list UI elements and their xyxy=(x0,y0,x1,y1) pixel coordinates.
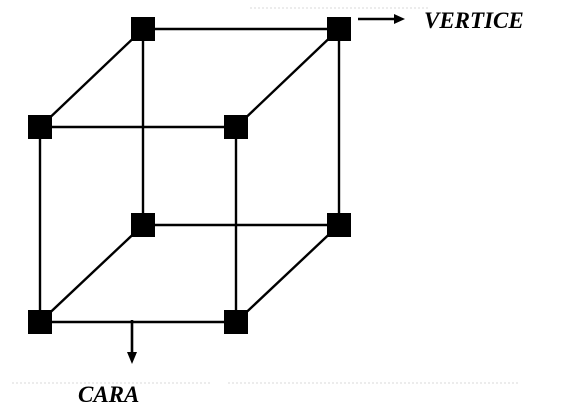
vertex-pointer: VERTICE xyxy=(358,8,524,33)
vertex-label: VERTICE xyxy=(424,8,524,33)
vertex-arrow-head xyxy=(394,14,405,24)
cube-vertices xyxy=(28,17,351,334)
face-arrow-head xyxy=(127,352,137,364)
vertex-marker-front-bottom-right xyxy=(224,310,248,334)
top-left-depth-edge xyxy=(38,27,145,129)
guide-lines xyxy=(12,7,520,384)
vertex-marker-front-bottom-left xyxy=(28,310,52,334)
vertex-marker-front-top-right xyxy=(224,115,248,139)
bottom-left-depth-edge xyxy=(38,223,145,324)
cube-edges xyxy=(38,27,341,324)
vertex-marker-front-top-left xyxy=(28,115,52,139)
face-label: CARA xyxy=(78,382,139,407)
vertex-marker-back-top-left xyxy=(131,17,155,41)
bottom-right-depth-edge xyxy=(234,223,341,324)
vertex-marker-back-bottom-right xyxy=(327,213,351,237)
face-pointer: CARA xyxy=(78,320,139,407)
top-right-depth-edge xyxy=(234,27,341,129)
vertex-marker-back-top-right xyxy=(327,17,351,41)
vertex-marker-back-bottom-left xyxy=(131,213,155,237)
